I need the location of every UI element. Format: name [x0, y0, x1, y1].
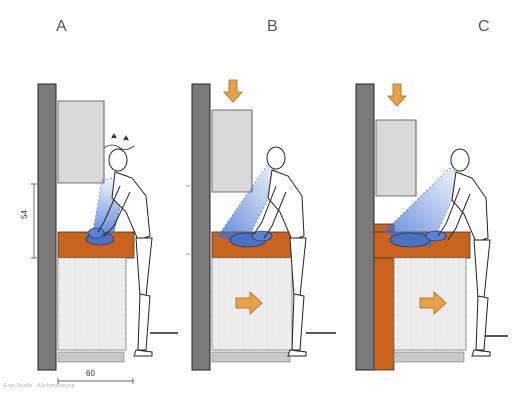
person-c — [437, 148, 491, 357]
arrow-down-icon — [223, 79, 243, 103]
depth-dimension-label: 60 — [86, 369, 95, 378]
upper-cabinet-b — [211, 109, 253, 193]
panel-b — [186, 79, 336, 371]
plinth-b — [211, 351, 291, 363]
panel-label-b: B — [267, 18, 278, 35]
dizzy-stars-icon — [103, 133, 135, 150]
upper-cabinet-a — [57, 100, 105, 184]
upper-cabinet-c — [375, 119, 417, 197]
plinth-c — [393, 351, 465, 363]
panel-a — [31, 83, 178, 384]
wall-c — [355, 83, 375, 371]
watermark: Ergo Studio · Küchenplanung — [4, 383, 75, 389]
panel-label-c: C — [478, 18, 490, 35]
person-b — [253, 146, 307, 357]
arrow-right-icon — [419, 291, 447, 315]
panel-c — [355, 83, 508, 371]
plinth-a — [57, 351, 125, 363]
wall-b — [191, 83, 211, 371]
view-beam-c — [383, 167, 463, 249]
arrow-right-icon — [235, 291, 263, 315]
person-a — [97, 148, 153, 357]
wall-a — [37, 83, 57, 371]
view-beam-b — [217, 163, 281, 247]
arrow-down-icon — [387, 83, 407, 107]
panel-label-a: A — [56, 18, 67, 35]
